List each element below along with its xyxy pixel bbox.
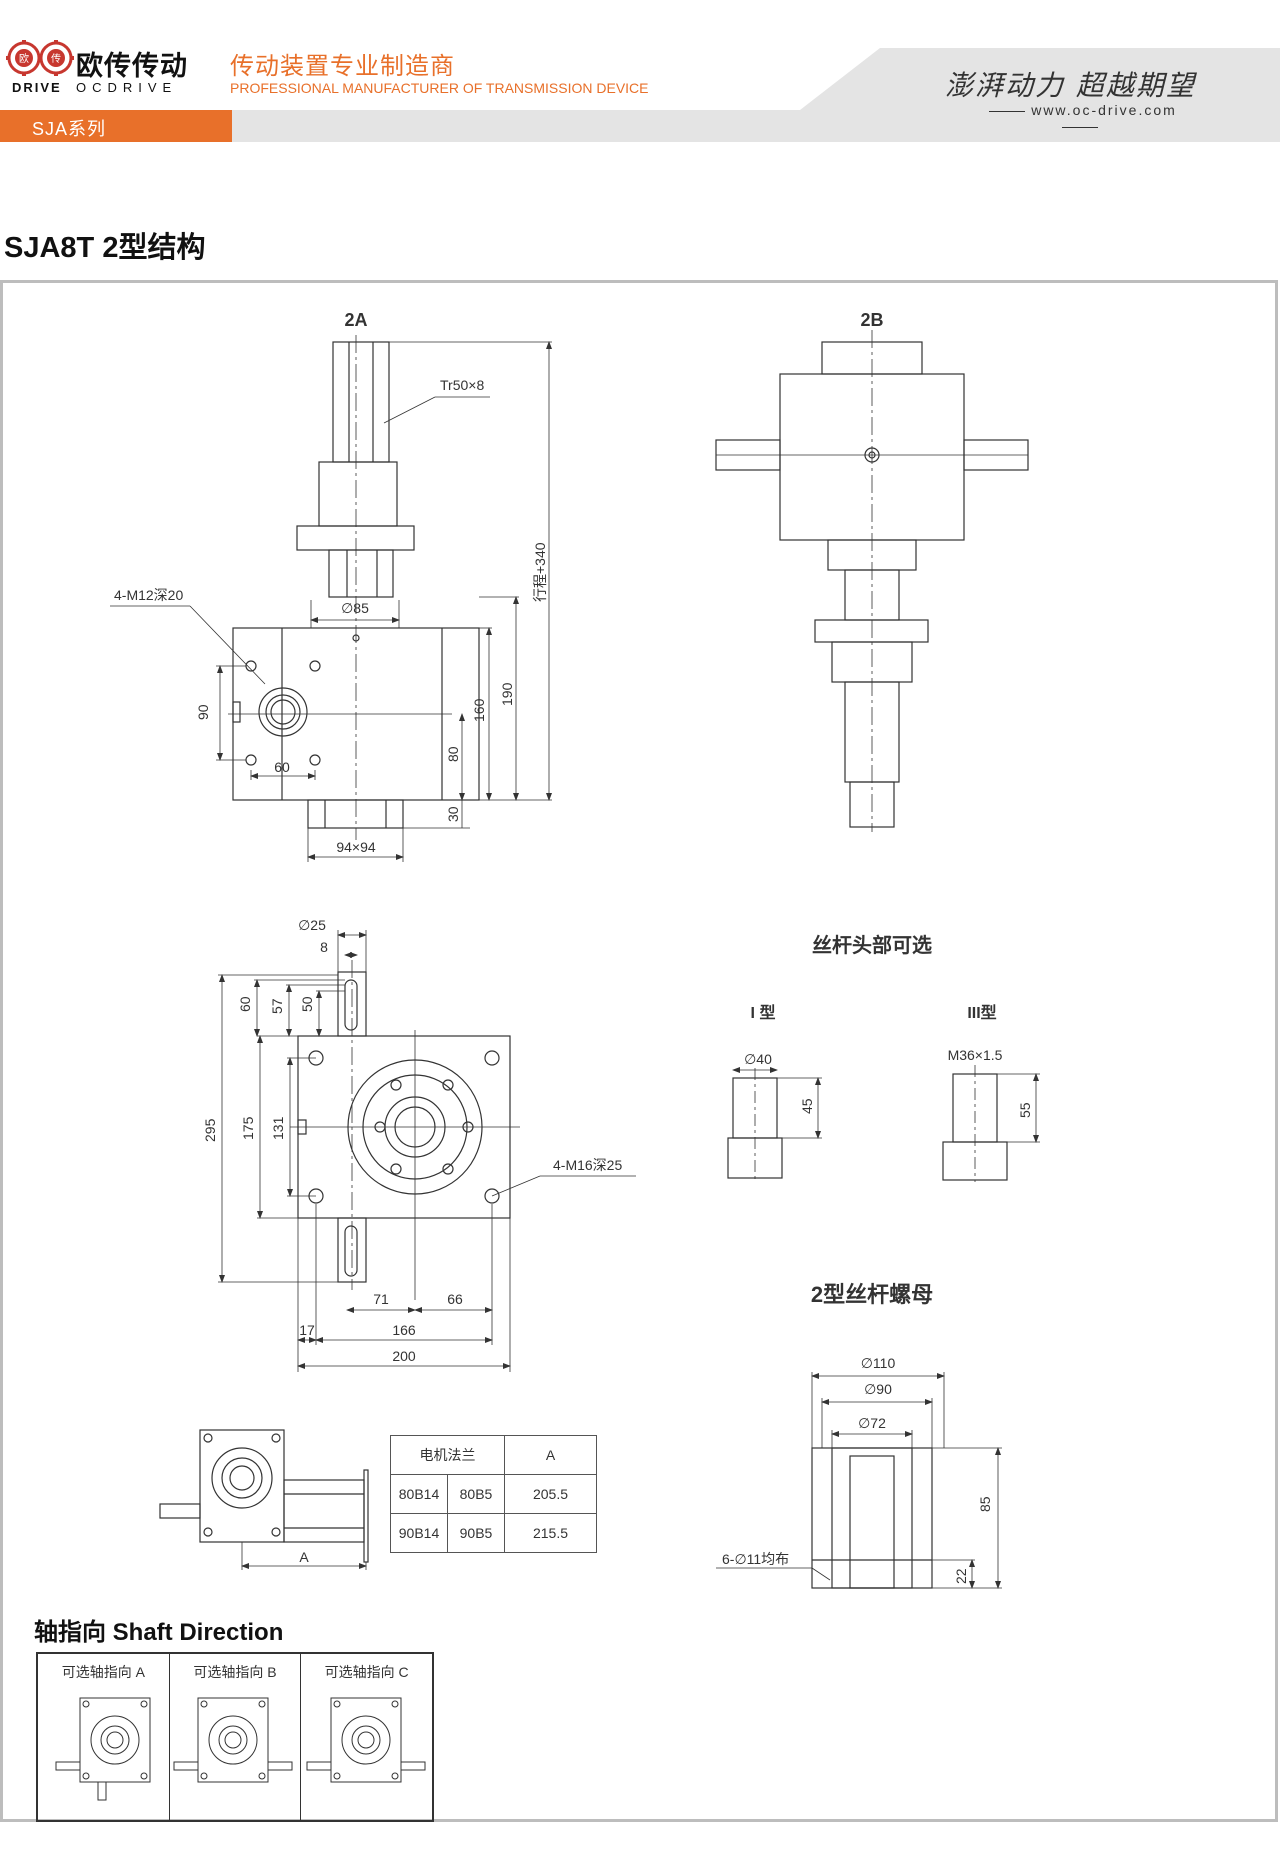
dim-80: 80	[445, 746, 461, 762]
nut-holes: 6-∅11均布	[722, 1551, 789, 1567]
nut-dia-90: ∅90	[864, 1381, 892, 1397]
dim-dia-25: ∅25	[298, 917, 326, 933]
motor-view-drawing	[159, 1429, 369, 1570]
dim-30: 30	[445, 806, 461, 822]
dim-8: 8	[320, 939, 328, 955]
shaft-option-a[interactable]: 可选轴指向 A	[38, 1654, 170, 1820]
shaft-option-c[interactable]: 可选轴指向 C	[301, 1654, 432, 1820]
logo-english-right: OCDRIVE	[76, 80, 178, 95]
screw-head-title: 丝杆头部可选	[812, 933, 932, 957]
tagline-chinese: 传动装置专业制造商	[230, 53, 455, 80]
shaft-option-b[interactable]: 可选轴指向 B	[170, 1654, 302, 1820]
dim-71: 71	[373, 1291, 389, 1307]
dim-190: 190	[499, 682, 515, 706]
table-cell: 215.5	[504, 1513, 597, 1553]
nut-title: 2型丝杆螺母	[811, 1282, 933, 1307]
logo-mark-left: 欧	[19, 53, 29, 65]
nut-drawing	[716, 1372, 1002, 1589]
type-3-thread: M36×1.5	[948, 1047, 1003, 1063]
dim-131: 131	[270, 1116, 286, 1140]
nut-dim-85: 85	[977, 1496, 993, 1512]
table-cell: 90B5	[447, 1513, 505, 1553]
dim-dia-85: ∅85	[341, 600, 369, 616]
slogan: 澎湃动力 超越期望	[945, 69, 1196, 102]
view-2b-drawing	[715, 330, 1029, 832]
page-title: SJA8T 2型结构	[4, 232, 206, 264]
table-cell: 90B14	[390, 1513, 448, 1553]
dim-90: 90	[195, 704, 211, 720]
tagline-english: PROFESSIONAL MANUFACTURER OF TRANSMISSIO…	[230, 80, 649, 96]
shaft-direction-options: 可选轴指向 A 可选轴指向 B 可选轴指向 C	[36, 1652, 434, 1822]
dim-57: 57	[269, 998, 285, 1014]
drawing-labels: 2A 2B Tr50×8 4-M12深20 ∅85 行程+340 190 160…	[114, 310, 1033, 1584]
logo-chinese-name: 欧传传动	[76, 51, 188, 81]
dim-base: 94×94	[336, 839, 376, 855]
hole-note-2a: 4-M12深20	[114, 587, 183, 603]
nut-dia-72: ∅72	[858, 1415, 886, 1431]
nut-dim-22: 22	[953, 1568, 969, 1584]
dim-travel: 行程+340	[532, 542, 548, 602]
dim-160: 160	[471, 698, 487, 722]
dim-166: 166	[392, 1322, 416, 1338]
gear-logo-icon: 欧 传	[6, 40, 74, 76]
table-cell: 80B5	[447, 1474, 505, 1514]
dim-200: 200	[392, 1348, 416, 1364]
logo-english-left: DRIVE	[12, 80, 62, 95]
hole-note-top: 4-M16深25	[553, 1157, 622, 1173]
view-2a-label: 2A	[344, 310, 367, 330]
shaft-option-label: 可选轴指向 C	[324, 1664, 409, 1680]
page-header: 欧 传 欧传传动 DRIVE OCDRIVE 传动装置专业制造商 PROFESS…	[0, 0, 1280, 142]
dim-60-top: 60	[237, 996, 253, 1012]
table-cell: 80B14	[390, 1474, 448, 1514]
screw-head-type-3-drawing	[942, 1065, 1040, 1182]
top-view-drawing	[218, 930, 636, 1372]
type-3-len: 55	[1017, 1102, 1033, 1118]
dim-295: 295	[202, 1118, 218, 1142]
shaft-option-label: 可选轴指向 A	[61, 1664, 145, 1680]
screw-head-type-1-drawing	[727, 1067, 822, 1180]
logo-mark-right: 传	[51, 53, 61, 65]
type-3-label: III型	[967, 1004, 996, 1022]
shaft-option-label: 可选轴指向 B	[193, 1664, 277, 1680]
shaft-option-a-icon	[55, 1697, 151, 1801]
drawing-frame	[0, 280, 1278, 1822]
series-tab[interactable]: SJA系列	[0, 110, 232, 142]
shaft-direction-title: 轴指向 Shaft Direction	[34, 1619, 284, 1646]
dim-a: A	[299, 1549, 309, 1565]
table-row: 80B14 80B5 205.5	[390, 1474, 597, 1514]
dim-175: 175	[240, 1116, 256, 1140]
dim-60-2a: 60	[274, 759, 290, 775]
dim-66: 66	[447, 1291, 463, 1307]
view-2a-drawing	[110, 335, 552, 862]
table-cell: 205.5	[504, 1474, 597, 1514]
type-1-len: 45	[799, 1098, 815, 1114]
shaft-option-c-icon	[306, 1697, 426, 1783]
shaft-option-b-icon	[173, 1697, 293, 1783]
table-row: 90B14 90B5 215.5	[390, 1513, 597, 1553]
nut-dia-110: ∅110	[861, 1355, 896, 1371]
dim-50: 50	[299, 996, 315, 1012]
table-header-flange: 电机法兰	[390, 1435, 505, 1475]
website-link[interactable]: www.oc-drive.com	[960, 102, 1200, 134]
type-1-label: I 型	[751, 1004, 776, 1022]
view-2b-label: 2B	[860, 310, 883, 330]
thread-label: Tr50×8	[440, 377, 484, 393]
company-logo[interactable]: 欧 传 欧传传动 DRIVE OCDRIVE	[4, 36, 204, 96]
motor-flange-table: 电机法兰 A 80B14 80B5 205.5 90B14 90B5 215.5	[390, 1435, 597, 1553]
table-header-a: A	[504, 1435, 597, 1475]
dim-17: 17	[299, 1322, 315, 1338]
type-1-dia: ∅40	[744, 1051, 772, 1067]
